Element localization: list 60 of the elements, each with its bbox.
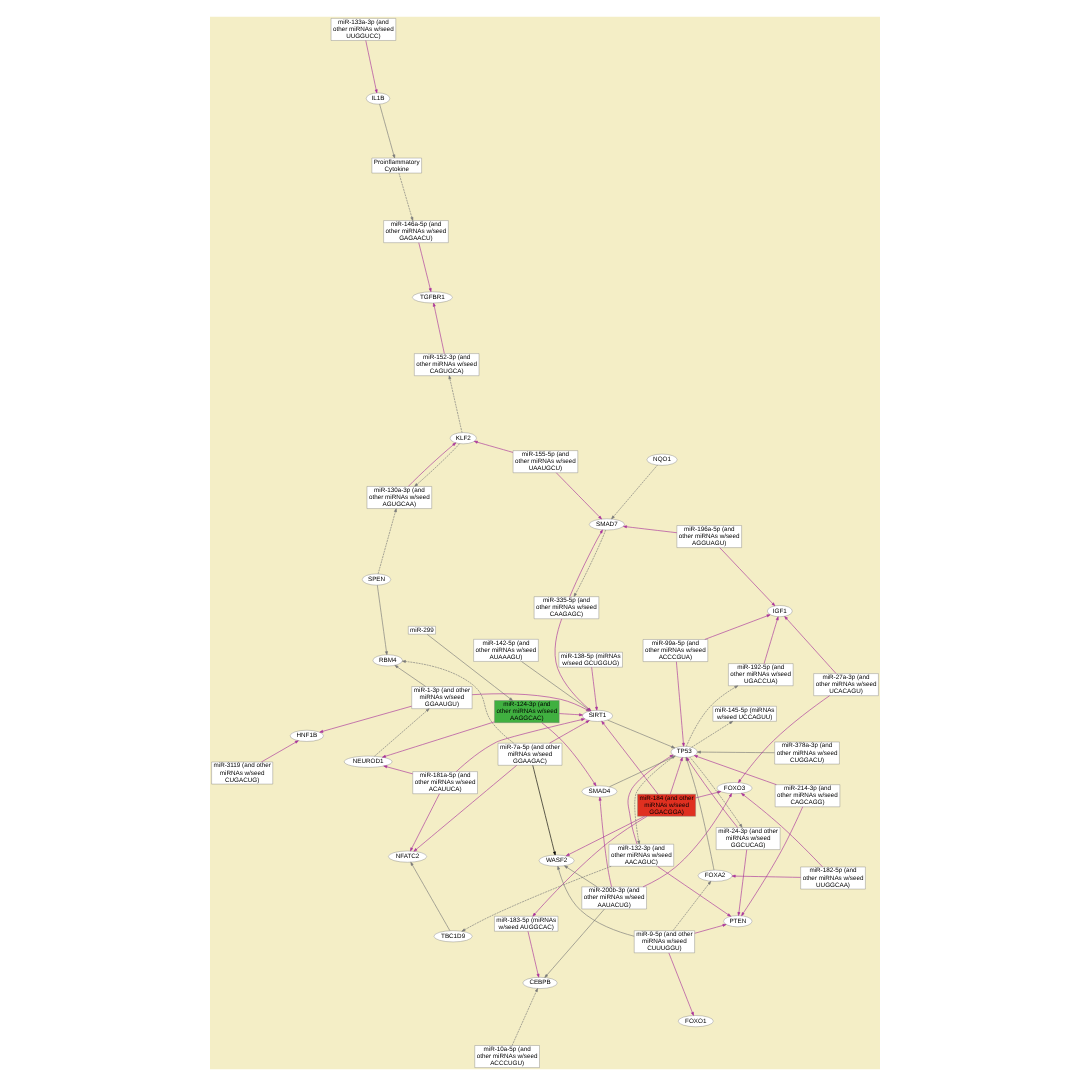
arrow [737,849,748,916]
arrow [591,666,598,711]
arrow [398,172,414,221]
arrow [377,584,388,656]
arrow [685,757,715,871]
arrow [634,755,676,845]
arrow [704,614,771,640]
arrow [627,754,674,845]
arrow [741,793,823,868]
arrow [623,525,678,534]
arrow [527,931,540,978]
arrow [394,665,427,687]
arrow [693,755,777,785]
arrow [695,790,722,799]
arrow [686,685,739,747]
arrow [741,806,804,916]
arrow [410,793,440,852]
arrow [374,708,430,757]
arrow [598,796,612,888]
arrow [691,721,734,748]
arrow [669,757,683,795]
arrow [402,660,514,744]
arrow [763,616,779,664]
arrow [694,923,727,934]
arrow [784,616,837,674]
arrow [541,722,597,787]
arrow [565,816,645,857]
arrow [558,713,583,717]
arrow [261,740,299,763]
arrow [410,861,451,931]
arrow [738,695,830,783]
arrow [564,865,598,888]
arrow [549,720,590,744]
arrow [544,908,605,978]
arrow [418,242,432,292]
arrow [601,720,659,795]
arrow [609,755,676,788]
arrow [672,881,712,931]
arrow [379,103,396,159]
arrow [557,865,635,937]
arrow [455,718,585,772]
arrow [382,721,495,758]
arrow [448,375,463,433]
arrow [426,634,513,701]
arrow [377,508,397,575]
arrow [383,765,413,775]
arrow [365,40,378,94]
arrow [611,464,658,520]
arrow [731,874,801,878]
arrow [473,440,514,453]
arrow [555,472,602,520]
arrow [319,705,412,733]
arrow [432,302,445,354]
arrow [676,661,685,747]
arrow [607,719,676,749]
arrow [719,547,776,607]
arrow [511,988,538,1046]
arrow [697,750,775,754]
arrow [532,765,556,856]
arrow [668,952,694,1016]
